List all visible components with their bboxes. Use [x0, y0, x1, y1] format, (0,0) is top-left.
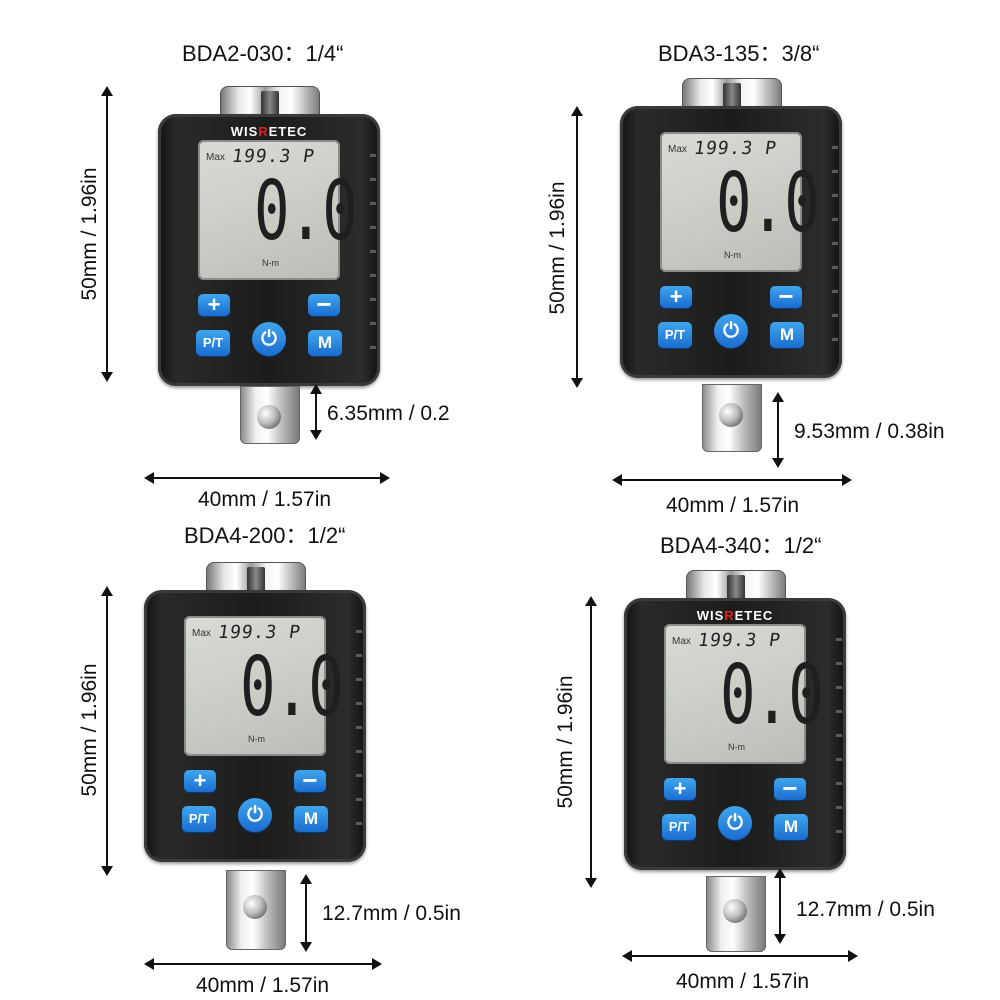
drive-label: 12.7mm / 0.5in	[796, 898, 935, 921]
torque-reading: 0.0	[720, 648, 824, 743]
device-housing: WISRETEC Max 199.3 P 0.0 N-m + − P/T ⏻ M	[158, 114, 380, 386]
torque-reading: 0.0	[254, 164, 358, 259]
lcd-display: Max 199.3 P 0.0 N-m	[198, 140, 358, 280]
drive-label: 6.35mm / 0.2	[327, 402, 450, 425]
width-arrow	[622, 950, 858, 962]
mode-button[interactable]: M	[770, 322, 804, 348]
unit-label: N-m	[262, 258, 279, 268]
lcd-display: Max 199.3 P 0.0 N-m	[184, 616, 344, 756]
width-arrow	[144, 958, 382, 970]
model-title: BDA3-135：3/8“	[658, 41, 820, 66]
height-arrow	[585, 596, 597, 888]
grip-ridges	[836, 638, 842, 838]
torque-adapter: WISRETEC Max 199.3 P 0.0 N-m + − P/T ⏻ M	[624, 570, 846, 952]
torque-reading: 0.0	[240, 640, 344, 735]
square-drive	[706, 876, 766, 952]
minus-button[interactable]: −	[294, 767, 326, 793]
detent-ball	[257, 405, 281, 429]
unit-label: N-m	[724, 250, 741, 260]
brand-logo: WISRETEC	[230, 124, 308, 139]
plus-button[interactable]: +	[660, 286, 692, 308]
power-icon[interactable]: ⏻	[252, 322, 286, 356]
height-arrow	[101, 586, 113, 876]
product-panel-bda2-030: BDA2-030：1/4“ 50mm / 1.96in WISRETEC Max…	[0, 0, 500, 511]
device-housing: Max 199.3 P 0.0 N-m + − P/T ⏻ M	[144, 590, 366, 862]
torque-adapter: Max 199.3 P 0.0 N-m + − P/T ⏻ M	[620, 78, 842, 452]
width-label: 40mm / 1.57in	[198, 488, 332, 511]
model-title: BDA4-340：1/2“	[660, 533, 822, 558]
detent-ball	[723, 899, 747, 923]
height-label: 50mm / 1.96in	[554, 675, 577, 809]
mode-button[interactable]: M	[294, 806, 328, 832]
height-label: 50mm / 1.96in	[78, 167, 101, 301]
product-panel-bda3-135: BDA3-135：3/8“ 50mm / 1.96in Max 199.3 P …	[500, 0, 1000, 517]
square-drive	[240, 386, 300, 444]
width-arrow	[612, 474, 852, 486]
grip-ridges	[356, 630, 362, 830]
plus-button[interactable]: +	[184, 770, 216, 792]
detent-ball	[719, 403, 743, 427]
width-label: 40mm / 1.57in	[666, 494, 800, 517]
max-label: Max	[206, 152, 225, 163]
peak-track-button[interactable]: P/T	[182, 806, 216, 832]
max-label: Max	[672, 636, 691, 647]
lcd-display: Max 199.3 P 0.0 N-m	[660, 132, 820, 272]
model-title: BDA2-030：1/4“	[182, 41, 344, 66]
drive-arrow	[310, 384, 322, 440]
minus-button[interactable]: −	[770, 283, 802, 309]
peak-track-button[interactable]: P/T	[196, 330, 230, 356]
width-label: 40mm / 1.57in	[676, 970, 810, 993]
detent-ball	[243, 895, 267, 919]
brand-logo: WISRETEC	[696, 608, 774, 623]
max-label: Max	[668, 144, 687, 155]
drive-label: 9.53mm / 0.38in	[794, 420, 945, 443]
minus-button[interactable]: −	[308, 291, 340, 317]
peak-track-button[interactable]: P/T	[662, 814, 696, 840]
drive-arrow	[300, 874, 312, 952]
max-label: Max	[192, 628, 211, 639]
unit-label: N-m	[728, 742, 745, 752]
mode-button[interactable]: M	[308, 330, 342, 356]
power-icon[interactable]: ⏻	[718, 806, 752, 840]
height-arrow	[571, 106, 583, 388]
product-panel-bda4-340: BDA4-340：1/2“ 50mm / 1.96in WISRETEC Max…	[500, 500, 1000, 1000]
product-panel-bda4-200: BDA4-200：1/2“ 50mm / 1.96in Max 199.3 P …	[0, 500, 500, 1000]
mode-button[interactable]: M	[774, 814, 808, 840]
plus-button[interactable]: +	[664, 778, 696, 800]
square-drive	[702, 384, 762, 452]
model-title: BDA4-200：1/2“	[184, 523, 346, 548]
power-icon[interactable]: ⏻	[714, 314, 748, 348]
device-housing: Max 199.3 P 0.0 N-m + − P/T ⏻ M	[620, 106, 842, 378]
torque-adapter: Max 199.3 P 0.0 N-m + − P/T ⏻ M	[144, 562, 366, 950]
grip-ridges	[370, 154, 376, 354]
minus-button[interactable]: −	[774, 775, 806, 801]
plus-button[interactable]: +	[198, 294, 230, 316]
device-housing: WISRETEC Max 199.3 P 0.0 N-m + − P/T ⏻ M	[624, 598, 846, 870]
height-label: 50mm / 1.96in	[78, 663, 101, 797]
width-arrow	[144, 472, 390, 484]
drive-arrow	[772, 392, 784, 468]
lcd-display: Max 199.3 P 0.0 N-m	[664, 624, 824, 764]
grip-ridges	[832, 146, 838, 346]
peak-track-button[interactable]: P/T	[658, 322, 692, 348]
width-label: 40mm / 1.57in	[196, 974, 330, 997]
torque-adapter: WISRETEC Max 199.3 P 0.0 N-m + − P/T ⏻ M	[158, 86, 380, 444]
unit-label: N-m	[248, 734, 265, 744]
height-arrow	[101, 86, 113, 382]
power-icon[interactable]: ⏻	[238, 798, 272, 832]
height-label: 50mm / 1.96in	[546, 181, 569, 315]
torque-reading: 0.0	[716, 156, 820, 251]
square-drive	[226, 870, 286, 950]
drive-label: 12.7mm / 0.5in	[322, 902, 461, 925]
drive-arrow	[774, 868, 786, 944]
